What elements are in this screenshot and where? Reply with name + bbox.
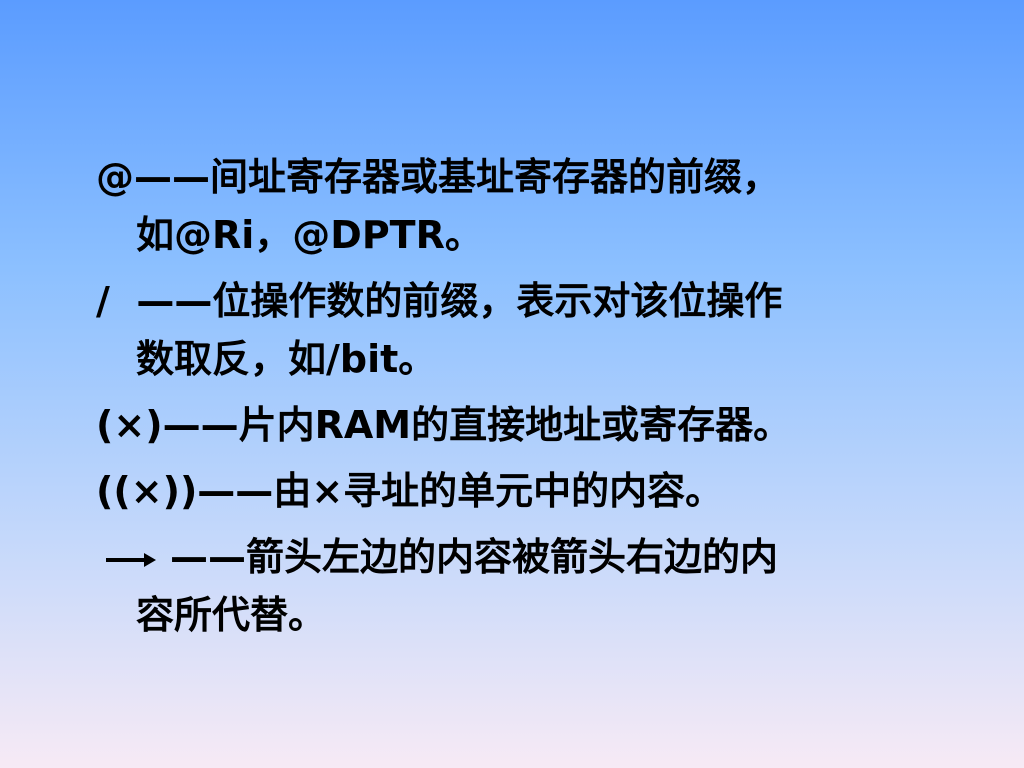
item-line1: (×)——片内RAM的直接地址或寄存器。 — [96, 396, 936, 454]
item-line1: ——箭头左边的内容被箭头右边的内 — [96, 528, 936, 586]
item-text: 位操作数的前缀，表示对该位操作 — [212, 279, 783, 323]
list-item-indirect-prefix: @——间址寄存器或基址寄存器的前缀， 如@Ri，@DPTR。 — [96, 148, 936, 264]
item-text-continued: 如@Ri，@DPTR。 — [136, 213, 483, 257]
item-line2: 数取反，如/bit。 — [96, 330, 936, 388]
item-symbol: @—— — [96, 155, 210, 199]
list-item-addressed-content: ((×))——由×寻址的单元中的内容。 — [96, 462, 936, 520]
list-item-bit-negate-prefix: / ——位操作数的前缀，表示对该位操作 数取反，如/bit。 — [96, 272, 936, 388]
item-text: 由×寻址的单元中的内容。 — [273, 469, 724, 513]
item-symbol: (×)—— — [96, 403, 239, 447]
item-line2: 如@Ri，@DPTR。 — [96, 206, 936, 264]
item-line1: ((×))——由×寻址的单元中的内容。 — [96, 462, 936, 520]
item-symbol: —— — [170, 535, 246, 579]
item-symbol: ((×))—— — [96, 469, 274, 513]
item-text-continued: 容所代替。 — [136, 593, 327, 637]
item-text-continued: 数取反，如/bit。 — [136, 337, 437, 381]
item-text: 箭头左边的内容被箭头右边的内 — [246, 535, 779, 579]
list-item-direct-address: (×)——片内RAM的直接地址或寄存器。 — [96, 396, 936, 454]
item-line1: @——间址寄存器或基址寄存器的前缀， — [96, 148, 936, 206]
item-symbol: / —— — [96, 279, 213, 323]
list-item-arrow-replace: ——箭头左边的内容被箭头右边的内 容所代替。 — [96, 528, 936, 644]
slide-body: @——间址寄存器或基址寄存器的前缀， 如@Ri，@DPTR。 / ——位操作数的… — [96, 148, 936, 652]
right-arrow-icon — [106, 552, 156, 567]
item-line1: / ——位操作数的前缀，表示对该位操作 — [96, 272, 936, 330]
item-text: 间址寄存器或基址寄存器的前缀， — [210, 155, 781, 199]
item-text: 片内RAM的直接地址或寄存器。 — [238, 403, 792, 447]
item-line2: 容所代替。 — [96, 586, 936, 644]
